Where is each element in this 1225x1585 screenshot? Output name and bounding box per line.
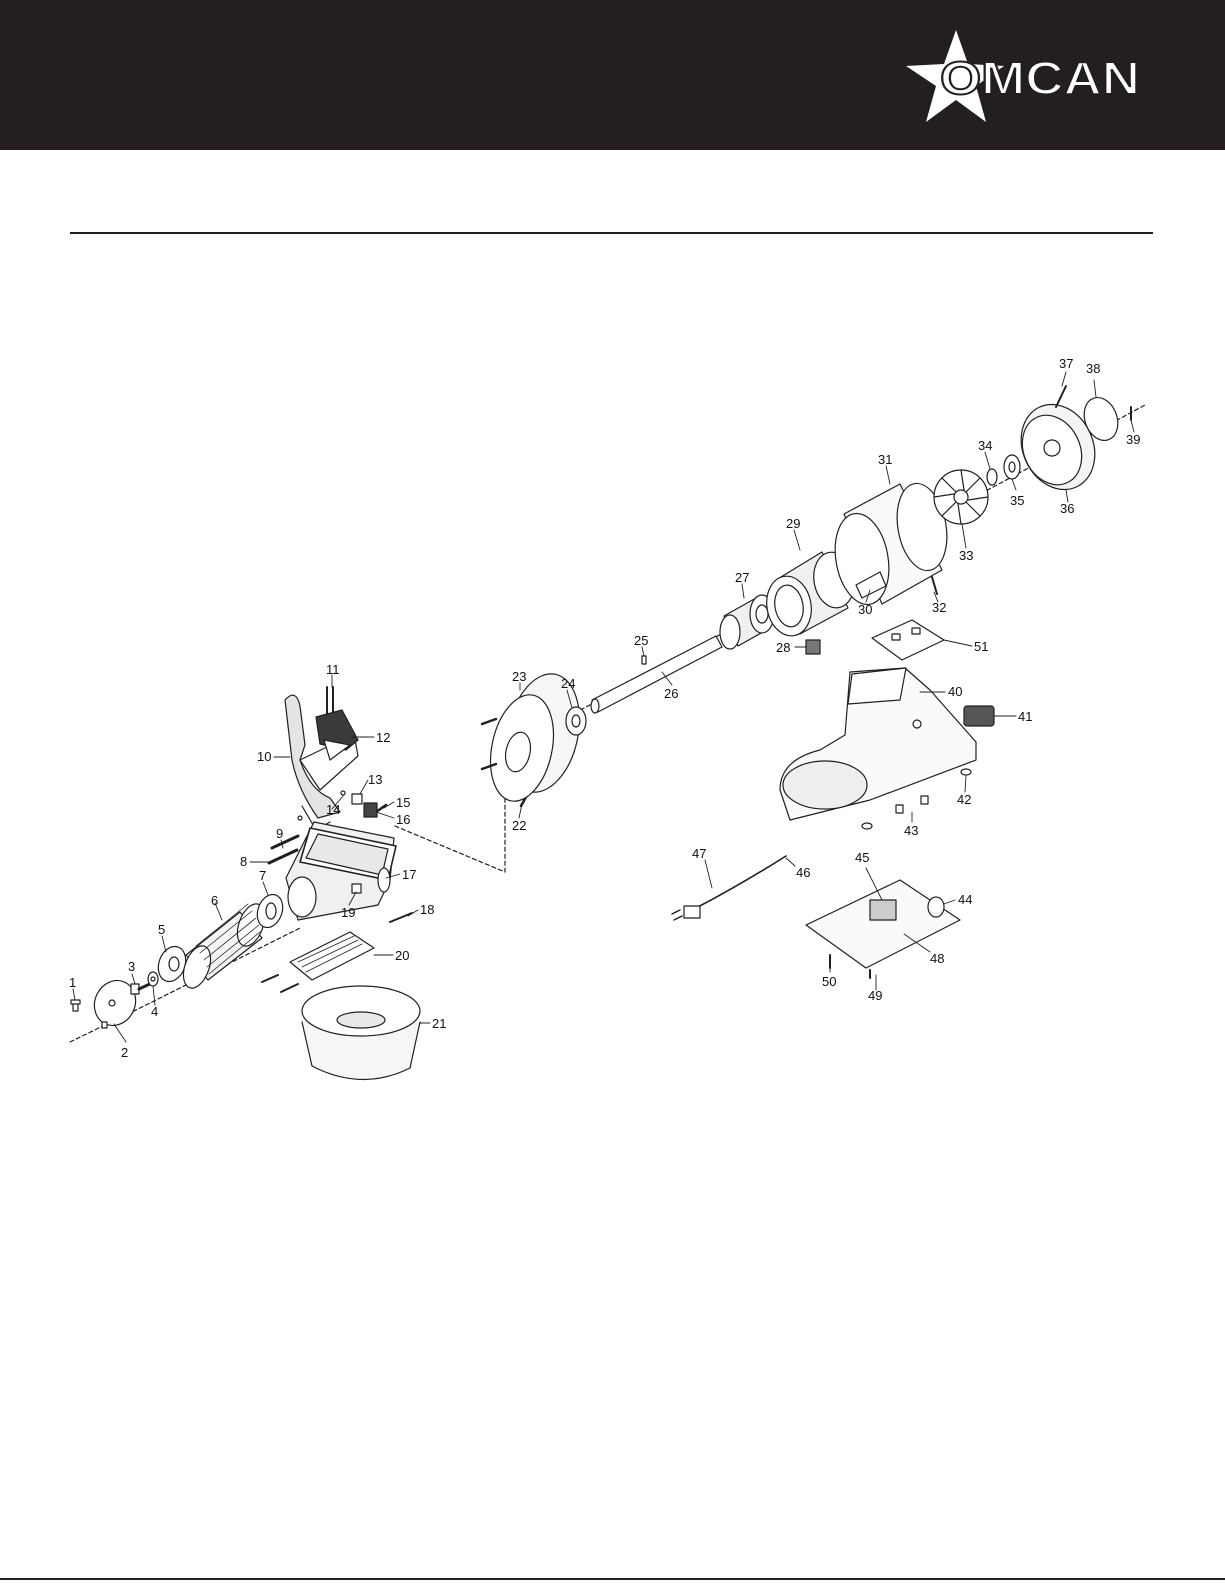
callout-41: 41: [1018, 709, 1032, 724]
part-power-cord: [672, 856, 786, 920]
callout-38: 38: [1086, 361, 1100, 376]
part-screw-18: [390, 913, 412, 922]
callout-32: 32: [932, 600, 946, 615]
part-fan: [934, 470, 988, 524]
callout-1: 1: [69, 975, 76, 990]
part-tray: [262, 932, 374, 992]
callout-20: 20: [395, 948, 409, 963]
callout-6: 6: [211, 893, 218, 908]
part-ribbed-drum: [178, 900, 270, 992]
callout-4: 4: [151, 1004, 158, 1019]
callout-12: 12: [376, 730, 390, 745]
callout-13: 13: [368, 772, 382, 787]
callout-34: 34: [978, 438, 992, 453]
callout-25: 25: [634, 633, 648, 648]
part-nut: [352, 794, 362, 804]
part-base: [780, 668, 976, 820]
callout-15: 15: [396, 795, 410, 810]
callout-27: 27: [735, 570, 749, 585]
callout-19: 19: [341, 905, 355, 920]
part-pins: [269, 836, 298, 863]
callout-9: 9: [276, 826, 283, 841]
part-rotor: [720, 595, 774, 649]
callout-8: 8: [240, 854, 247, 869]
part-bolt: [131, 983, 152, 994]
callout-39: 39: [1126, 432, 1140, 447]
part-gasket: [872, 620, 944, 660]
callout-48: 48: [930, 951, 944, 966]
callout-26: 26: [664, 686, 678, 701]
callout-36: 36: [1060, 501, 1074, 516]
callout-43: 43: [904, 823, 918, 838]
callout-46: 46: [796, 865, 810, 880]
callout-50: 50: [822, 974, 836, 989]
callout-28: 28: [776, 640, 790, 655]
callout-2: 2: [121, 1045, 128, 1060]
callout-29: 29: [786, 516, 800, 531]
callout-24: 24: [561, 676, 575, 691]
callout-33: 33: [959, 548, 973, 563]
callout-51: 51: [974, 639, 988, 654]
callout-10: 10: [257, 749, 271, 764]
part-screws-43: [896, 796, 928, 813]
callout-40: 40: [948, 684, 962, 699]
callout-30: 30: [858, 602, 872, 617]
part-washer: [148, 972, 158, 986]
callout-45: 45: [855, 850, 869, 865]
footer-rule: [0, 1578, 1225, 1580]
callout-16: 16: [396, 812, 410, 827]
callout-17: 17: [402, 867, 416, 882]
part-fitting: [806, 640, 820, 654]
callout-3: 3: [128, 959, 135, 974]
callout-47: 47: [692, 846, 706, 861]
part-bearing-24: [566, 707, 586, 735]
callout-23: 23: [512, 669, 526, 684]
callout-37: 37: [1059, 356, 1073, 371]
callout-42: 42: [957, 792, 971, 807]
part-bolt-19: [352, 884, 361, 893]
part-bowl: [302, 986, 420, 1080]
callout-21: 21: [432, 1016, 446, 1031]
part-bearing-35: [1004, 455, 1020, 479]
part-clip: [987, 469, 997, 485]
callout-35: 35: [1010, 493, 1024, 508]
callout-18: 18: [420, 902, 434, 917]
callout-11: 11: [326, 662, 340, 677]
part-screw-37: [1056, 386, 1066, 407]
callout-31: 31: [878, 452, 892, 467]
part-screw-32: [932, 577, 937, 594]
callout-7: 7: [259, 868, 266, 883]
part-power-switch: [964, 706, 994, 726]
callout-49: 49: [868, 988, 882, 1003]
part-key: [642, 656, 646, 664]
callout-44: 44: [958, 892, 972, 907]
part-screw-1: [71, 1000, 80, 1011]
callout-22: 22: [512, 818, 526, 833]
part-switch: [364, 803, 377, 817]
part-screws-11: [327, 687, 333, 714]
callout-5: 5: [158, 922, 165, 937]
callout-14: 14: [326, 802, 340, 817]
part-shaft: [591, 636, 722, 713]
